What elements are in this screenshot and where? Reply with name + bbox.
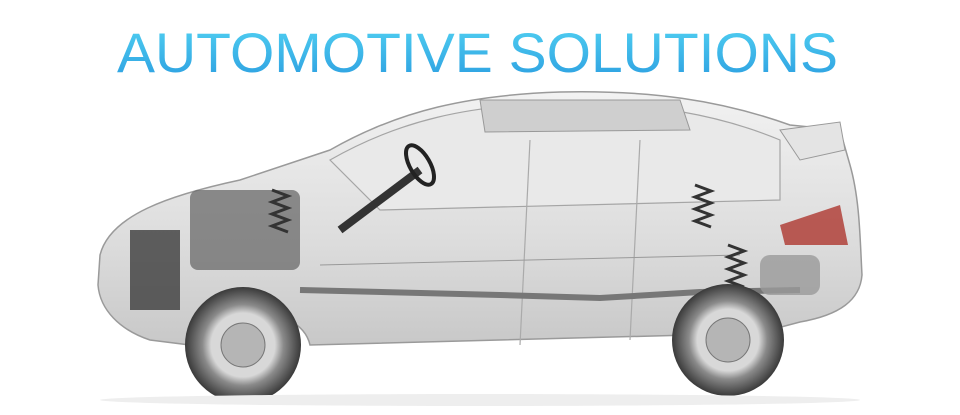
title-text: AUTOMOTIVE SOLUTIONS bbox=[117, 21, 838, 84]
rear-suspension bbox=[690, 183, 749, 289]
page-title: AUTOMOTIVE SOLUTIONS bbox=[117, 21, 838, 84]
sunroof bbox=[479, 99, 691, 133]
steering-column bbox=[337, 166, 423, 234]
tail-light bbox=[780, 205, 848, 245]
front-wheel bbox=[185, 287, 301, 403]
engine bbox=[190, 190, 300, 270]
rear-spoiler bbox=[779, 121, 846, 161]
rear-wheel bbox=[672, 284, 784, 396]
front-suspension bbox=[267, 188, 293, 234]
